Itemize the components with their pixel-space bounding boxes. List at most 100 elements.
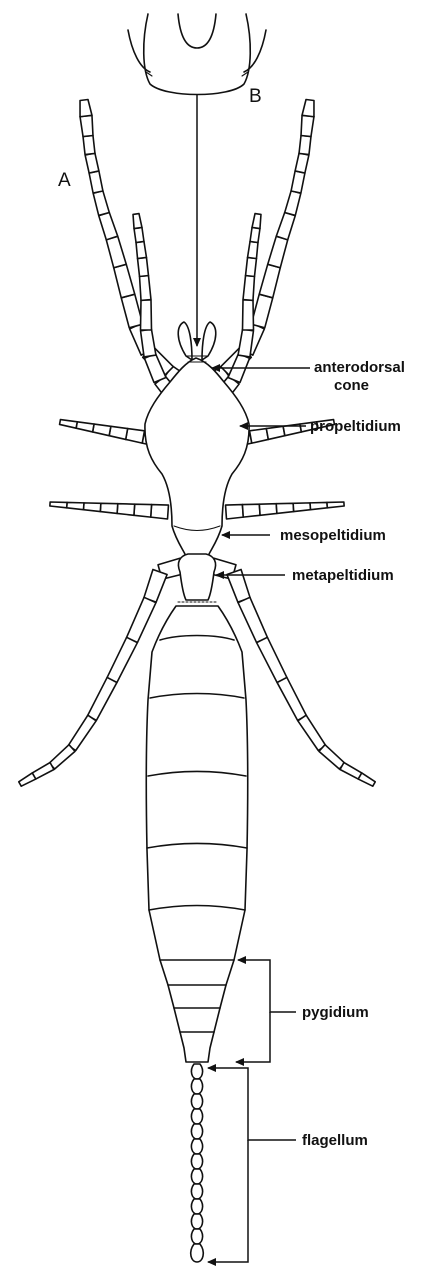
flagellum-segment xyxy=(191,1229,202,1244)
leg-4-right-segment xyxy=(226,505,244,519)
leg-4-left-segment xyxy=(134,504,152,517)
flagellum-bracket-top xyxy=(208,1068,296,1140)
leg-4-right-segment xyxy=(242,504,260,517)
leg-5-right-segment xyxy=(257,637,287,682)
leg-1-left-segment xyxy=(83,135,95,154)
leg-3-right-segment xyxy=(266,426,284,439)
leg-5-left-segment xyxy=(144,569,167,602)
leg-3-left-segment xyxy=(126,429,145,444)
leg-1-left-segment xyxy=(106,236,126,267)
flagellum-segment xyxy=(191,1109,202,1124)
flagellum-segment xyxy=(191,1169,202,1184)
leg-5-right-segment xyxy=(319,745,345,769)
leg-3-left-segment xyxy=(109,426,127,439)
flagellum-segment xyxy=(191,1184,202,1199)
leg-5-right-segment xyxy=(238,597,267,642)
leg-1-right-segment xyxy=(295,153,309,173)
flagellum-bracket-bottom xyxy=(208,1140,248,1262)
leg-2-left-segment xyxy=(138,258,149,277)
leg-1-right-segment xyxy=(276,212,295,240)
leg-4-left-segment xyxy=(151,505,169,519)
leg-4-left-segment xyxy=(67,502,84,509)
leg-3-left-segment xyxy=(76,422,94,432)
leg-2-right-segment xyxy=(252,214,261,229)
leg-2-right-segment xyxy=(246,258,257,277)
label-anterodorsal: anterodorsal xyxy=(314,359,405,376)
pygidium-bracket-bottom xyxy=(236,1012,270,1062)
leg-5-left-segment xyxy=(68,715,96,750)
leg-5-left-segment xyxy=(49,745,75,769)
leg-5-left-segment xyxy=(19,773,36,786)
leg-1-left-segment xyxy=(121,294,143,328)
leg-1-left-segment xyxy=(93,191,109,216)
label-cone: cone xyxy=(334,377,369,394)
leg-2-right-segment xyxy=(243,276,254,301)
leg-4-right-segment xyxy=(293,503,310,512)
leg-5-right-segment xyxy=(277,677,306,720)
flagellum-segment xyxy=(191,1154,202,1169)
leg-4-left xyxy=(50,502,169,519)
label-metapeltidium: metapeltidium xyxy=(292,567,394,584)
leg-4-left-segment xyxy=(100,503,117,513)
leg-5-right-segment xyxy=(340,763,362,780)
leg-1-right-segment xyxy=(302,100,314,117)
leg-5-left-segment xyxy=(127,597,156,642)
label-pygidium: pygidium xyxy=(302,1004,369,1021)
flagellum-segment xyxy=(191,1214,202,1229)
leg-2-right-segment xyxy=(243,300,254,330)
leg-2-left-segment xyxy=(133,214,142,229)
label-mesopeltidium: mesopeltidium xyxy=(280,527,386,544)
leg-2-left-segment xyxy=(141,329,156,357)
leg-4-left-segment xyxy=(83,503,100,512)
leg-4-right xyxy=(226,502,345,519)
flagellum-segment xyxy=(191,1244,204,1262)
leg-5-right-segment xyxy=(358,773,375,786)
label-propeltidium: propeltidium xyxy=(310,418,401,435)
flagellum-segment xyxy=(191,1064,202,1079)
leg-1-right-segment xyxy=(285,191,301,216)
leg-5-right-segment xyxy=(298,715,326,750)
leg-2-right-segment xyxy=(248,242,258,259)
metapeltidium-plate xyxy=(178,554,216,602)
leg-5-left-segment xyxy=(107,637,137,682)
leg-4-right-segment xyxy=(327,502,344,508)
leg-1-left-segment xyxy=(99,212,118,240)
leg-2-left-segment xyxy=(136,242,146,259)
leg-2-left-segment xyxy=(140,276,151,301)
flagellum-segment xyxy=(191,1199,202,1214)
opisthosoma xyxy=(146,606,247,1062)
leg-3-right-segment xyxy=(250,429,269,444)
leg-1-right-segment xyxy=(299,135,311,154)
leg-5-left-segment xyxy=(32,763,54,780)
flagellum-segments xyxy=(191,1064,204,1262)
leg-4-right-segment xyxy=(276,503,293,513)
leg-1-right-segment xyxy=(251,294,273,328)
flagellum-segment xyxy=(191,1079,202,1094)
label-flagellum: flagellum xyxy=(302,1132,368,1149)
leg-1-right-segment xyxy=(301,115,314,136)
leg-3-left-segment xyxy=(93,424,111,436)
leg-1-left-segment xyxy=(80,115,93,136)
pygidium-bracket-top xyxy=(238,960,296,1012)
leg-2-left-segment xyxy=(134,227,144,242)
leg-1-left-segment xyxy=(85,153,99,173)
leg-5-left-segment xyxy=(88,677,117,720)
leg-4-left-segment xyxy=(117,504,135,516)
leg-1-left-segment xyxy=(80,100,92,117)
leg-1-left-segment xyxy=(114,264,135,297)
flagellum-segment xyxy=(191,1124,202,1139)
inset-b-head-detail xyxy=(128,14,266,95)
leg-2-right-segment xyxy=(238,329,253,357)
leg-1-left-segment xyxy=(89,171,103,193)
leg-1-right-segment xyxy=(291,171,305,193)
leg-2-right-segment xyxy=(250,227,260,242)
leg-1-right-segment xyxy=(268,236,288,267)
panel-label-b: B xyxy=(249,86,262,107)
leg-1-right-segment xyxy=(259,264,280,297)
leg-4-left-segment xyxy=(50,502,67,508)
leg-2-left-segment xyxy=(141,300,152,330)
flagellum-segment xyxy=(191,1139,202,1154)
flagellum-segment xyxy=(191,1094,202,1109)
panel-label-a: A xyxy=(58,170,71,191)
